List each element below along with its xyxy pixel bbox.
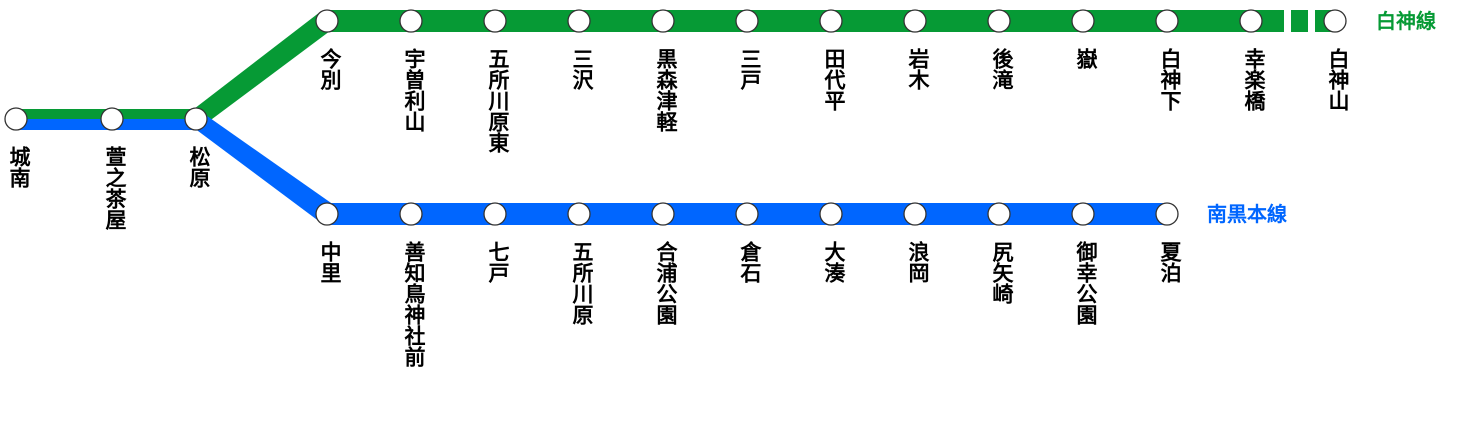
- station-marker[interactable]: [184, 107, 208, 131]
- station-marker[interactable]: [1071, 9, 1095, 33]
- station-marker[interactable]: [1155, 9, 1179, 33]
- station-label-nankoku[interactable]: 善知鳥神社前: [402, 241, 426, 367]
- station-marker[interactable]: [483, 9, 507, 33]
- station-label-shirakami[interactable]: 田代平: [822, 48, 846, 111]
- shirakami-track-dash: [1267, 10, 1284, 32]
- station-marker[interactable]: [651, 9, 675, 33]
- station-label-shirakami[interactable]: 白神下: [1158, 48, 1182, 111]
- station-marker[interactable]: [1155, 202, 1179, 226]
- station-marker[interactable]: [1239, 9, 1263, 33]
- shirakami-track-dash: [1291, 10, 1308, 32]
- station-label-nankoku[interactable]: 大湊: [822, 241, 846, 283]
- station-label-shirakami[interactable]: 宇曽利山: [402, 48, 426, 132]
- line-name-shirakami: 白神線: [1376, 9, 1436, 33]
- station-label-shirakami[interactable]: 今別: [318, 48, 342, 90]
- station-label-nankoku[interactable]: 合浦公園: [654, 241, 678, 325]
- station-marker[interactable]: [567, 9, 591, 33]
- station-marker[interactable]: [483, 202, 507, 226]
- line-name-nankoku: 南黒本線: [1207, 202, 1287, 226]
- station-marker[interactable]: [987, 202, 1011, 226]
- station-marker[interactable]: [1323, 9, 1347, 33]
- station-label-shirakami[interactable]: 三戸: [738, 48, 762, 90]
- station-marker[interactable]: [399, 9, 423, 33]
- station-marker[interactable]: [399, 202, 423, 226]
- shirakami-track: [327, 10, 1267, 32]
- station-label-shirakami[interactable]: 幸楽橋: [1242, 48, 1266, 111]
- station-label-shirakami[interactable]: 嶽: [1074, 48, 1098, 69]
- station-label-shared[interactable]: 萱之茶屋: [103, 146, 127, 230]
- station-marker[interactable]: [567, 202, 591, 226]
- station-label-shared[interactable]: 松原: [187, 146, 211, 188]
- station-marker[interactable]: [315, 202, 339, 226]
- station-marker[interactable]: [987, 9, 1011, 33]
- station-label-nankoku[interactable]: 浪岡: [906, 241, 930, 283]
- station-label-nankoku[interactable]: 御幸公園: [1074, 241, 1098, 325]
- station-marker[interactable]: [903, 202, 927, 226]
- station-label-shirakami[interactable]: 黒森津軽: [654, 48, 678, 132]
- station-label-shirakami[interactable]: 白神山: [1326, 48, 1350, 111]
- station-marker[interactable]: [1071, 202, 1095, 226]
- station-label-shirakami[interactable]: 五所川原東: [486, 48, 510, 153]
- branch-track-green: [190, 12, 334, 128]
- station-marker[interactable]: [819, 202, 843, 226]
- station-label-shirakami[interactable]: 後滝: [990, 48, 1014, 90]
- station-label-shared[interactable]: 城南: [7, 146, 31, 188]
- station-marker[interactable]: [735, 202, 759, 226]
- station-label-nankoku[interactable]: 七戸: [486, 241, 510, 283]
- station-label-nankoku[interactable]: 尻矢崎: [990, 241, 1014, 304]
- station-marker[interactable]: [903, 9, 927, 33]
- branch-track-blue: [190, 111, 334, 222]
- station-label-shirakami[interactable]: 岩木: [906, 48, 930, 90]
- station-marker[interactable]: [735, 9, 759, 33]
- station-label-nankoku[interactable]: 中里: [318, 241, 342, 283]
- station-label-nankoku[interactable]: 倉石: [738, 241, 762, 283]
- station-label-nankoku[interactable]: 夏泊: [1158, 241, 1182, 283]
- station-marker[interactable]: [4, 107, 28, 131]
- station-marker[interactable]: [315, 9, 339, 33]
- station-marker[interactable]: [100, 107, 124, 131]
- station-marker[interactable]: [651, 202, 675, 226]
- station-marker[interactable]: [819, 9, 843, 33]
- station-label-nankoku[interactable]: 五所川原: [570, 241, 594, 325]
- station-label-shirakami[interactable]: 三沢: [570, 48, 594, 90]
